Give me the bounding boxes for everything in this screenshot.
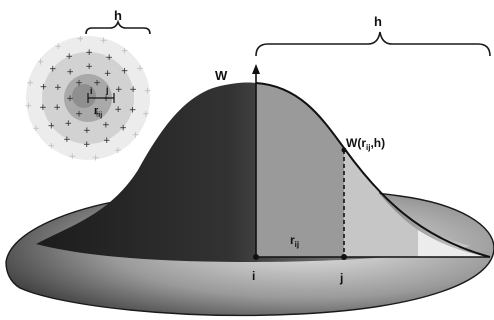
neighbour-particle: +: [48, 142, 56, 152]
neighbour-particle: +: [66, 68, 74, 78]
neighbour-particle: +: [75, 78, 83, 88]
neighbour-particle: +: [40, 83, 48, 93]
neighbour-particle: +: [53, 103, 61, 113]
neighbour-particle: +: [39, 103, 47, 113]
neighbour-particle: +: [66, 94, 74, 104]
neighbour-particle: +: [129, 85, 137, 95]
neighbour-particle: +: [93, 78, 101, 88]
neighbour-particle: +: [63, 135, 71, 145]
h-brace-inset: [85, 19, 151, 35]
kernel-surface: [5, 64, 494, 317]
neighbour-particle: +: [114, 105, 122, 115]
kernel-curve: [255, 82, 491, 258]
cross-section-inner: [256, 83, 344, 257]
axis-arrow: [252, 64, 260, 74]
neighbour-particles: ++++++++++++++++++++++++++++++++++++++++…: [25, 35, 152, 164]
neighbour-particle: +: [103, 136, 111, 146]
radius-label: rij: [290, 233, 299, 249]
neighbour-particle: +: [54, 83, 62, 93]
neighbour-particle: +: [119, 124, 127, 134]
neighbour-particle: +: [32, 124, 40, 134]
neighbour-particle: +: [102, 121, 110, 131]
neighbour-particle: +: [37, 57, 45, 67]
neighbour-particle: +: [93, 110, 101, 120]
kernel-value-marker: [341, 147, 347, 153]
neighbour-particle: +: [77, 35, 85, 45]
kernel-value-label: W(rij,h): [346, 136, 385, 152]
neighbour-particle: +: [85, 62, 93, 72]
neighbour-particle: +: [83, 126, 91, 136]
neighbour-particle: +: [65, 52, 73, 62]
neighbour-particle: +: [65, 119, 73, 129]
neighbour-particle: +: [132, 131, 140, 141]
neighbour-particle: +: [115, 85, 123, 95]
neighbour-particle: +: [69, 152, 77, 162]
inset-point-i: i: [90, 86, 93, 96]
neighbour-particle: +: [136, 64, 144, 74]
cross-section-outer: [344, 148, 418, 257]
neighbour-particle: +: [75, 110, 83, 120]
point-i-marker: [253, 254, 259, 260]
neighbour-particle: +: [100, 36, 108, 46]
neighbour-particle: +: [25, 102, 33, 112]
neighbour-particle: +: [121, 66, 129, 76]
neighbour-particle: +: [85, 48, 93, 58]
neighbour-particle: +: [102, 94, 110, 104]
point-j-marker: [341, 254, 347, 260]
neighbour-particle: +: [49, 64, 57, 74]
neighbour-particle: +: [83, 140, 91, 150]
neighbour-particle: +: [92, 154, 100, 164]
point-i-label: i: [252, 269, 255, 283]
kernel-axis-label: W: [215, 68, 228, 83]
neighbour-particle: +: [144, 86, 152, 96]
inset-point-j: j: [105, 85, 109, 95]
neighbour-particle: +: [121, 47, 129, 57]
neighbour-particle: +: [105, 53, 113, 63]
h-brace-main: [255, 31, 491, 57]
cross-section-tail: [418, 230, 488, 257]
neighbour-particle: +: [129, 105, 137, 115]
h-label-main: h: [374, 14, 382, 29]
support-core: [72, 84, 96, 108]
h-label-inset: h: [114, 8, 122, 23]
neighbour-particle: +: [48, 122, 56, 132]
neighbour-particle: +: [104, 69, 112, 79]
point-j-label: j: [339, 271, 343, 285]
inset-radius-label: rij: [94, 105, 102, 119]
neighbour-particle: +: [54, 42, 62, 52]
neighbour-particle: +: [26, 78, 34, 88]
neighbourhood-inset: ++++++++++++++++++++++++++++++++++++++++…: [25, 8, 152, 164]
neighbour-particle: +: [114, 146, 122, 156]
neighbour-particle: +: [142, 110, 150, 120]
